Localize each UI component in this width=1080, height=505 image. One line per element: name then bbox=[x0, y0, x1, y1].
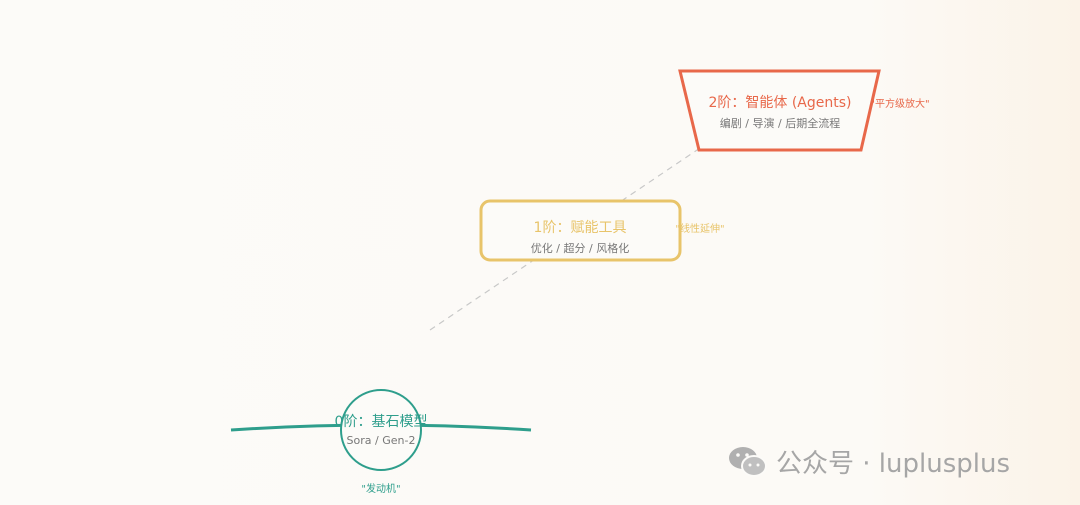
watermark: 公众号 · luplusplus bbox=[728, 443, 1010, 480]
level1-subtitle: 优化 / 超分 / 风格化 bbox=[530, 242, 630, 255]
level0-subtitle: Sora / Gen-2 bbox=[346, 434, 416, 447]
level2-subtitle: 编剧 / 导演 / 后期全流程 bbox=[719, 117, 841, 130]
level1-title: 1阶：赋能工具 bbox=[533, 220, 627, 236]
level2-title: 2阶：智能体 (Agents) bbox=[708, 95, 852, 111]
watermark-text: 公众号 · luplusplus bbox=[776, 449, 1011, 479]
wechat-icon bbox=[729, 446, 767, 477]
level0-title: 0阶：基石模型 bbox=[334, 414, 428, 430]
level1-box bbox=[479, 199, 682, 262]
level2-trapezoid bbox=[678, 69, 881, 152]
level1-note: "线性延伸" bbox=[675, 224, 725, 235]
level2-note: "平方级放大" bbox=[870, 99, 930, 110]
level0-circle bbox=[340, 389, 422, 471]
level0-note: "发动机" bbox=[361, 484, 401, 495]
